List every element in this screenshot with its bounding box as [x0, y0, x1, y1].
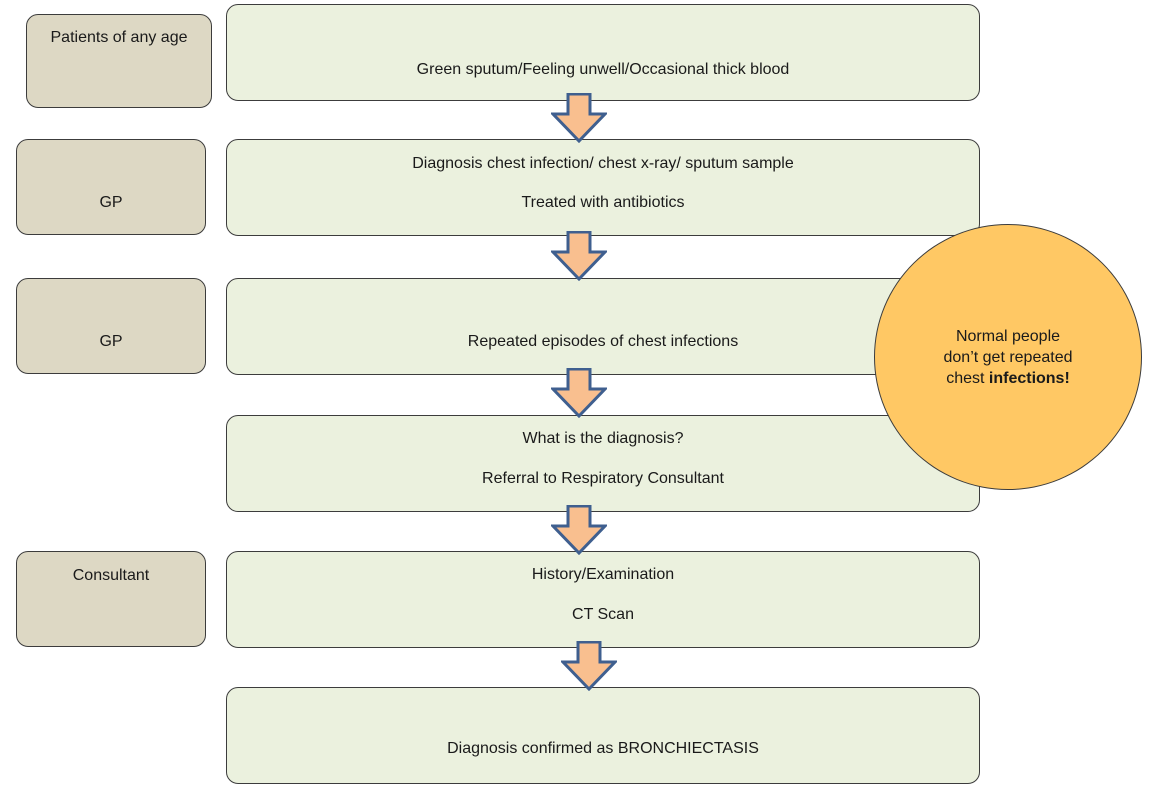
role-box-gp-1: GP — [16, 139, 206, 235]
step-box-consultant: History/Examination CT Scan — [226, 551, 980, 648]
step-text-confirmed: Diagnosis confirmed as BRONCHIECTASIS — [447, 740, 759, 757]
step-text-symptoms: Green sputum/Feeling unwell/Occasional t… — [416, 61, 790, 78]
role-box-patients: Patients of any age — [26, 14, 212, 108]
role-label-gp-1: GP — [99, 194, 123, 211]
callout-text: Normal people don’t get repeated chest i… — [944, 326, 1073, 389]
step-text-repeated: Repeated episodes of chest infections — [467, 333, 739, 350]
step-text-referral: Referral to Respiratory Consultant — [482, 470, 724, 487]
callout-line-3-bold: infections! — [988, 369, 1070, 387]
down-arrow-icon — [561, 641, 617, 691]
callout-bubble: Normal people don’t get repeated chest i… — [874, 224, 1142, 490]
down-arrow-icon — [551, 231, 607, 281]
step-box-repeated: Repeated episodes of chest infections — [226, 278, 980, 375]
step-text-question: What is the diagnosis? — [522, 430, 684, 447]
step-box-symptoms: Green sputum/Feeling unwell/Occasional t… — [226, 4, 980, 101]
step-box-confirmed: Diagnosis confirmed as BRONCHIECTASIS — [226, 687, 980, 784]
callout-line-2: don’t get repeated — [943, 348, 1073, 366]
step-text-history: History/Examination — [531, 566, 675, 583]
role-label-patients: Patients of any age — [50, 29, 188, 46]
callout-line-3-normal: chest — [946, 369, 989, 387]
down-arrow-icon — [551, 93, 607, 143]
callout-line-3: chest infections! — [944, 368, 1073, 389]
callout-line-1: Normal people — [955, 327, 1061, 345]
step-text-gp-diagnosis: Diagnosis chest infection/ chest x-ray/ … — [412, 155, 794, 172]
step-text-gp-treatment: Treated with antibiotics — [521, 194, 685, 211]
role-box-consultant: Consultant — [16, 551, 206, 647]
step-text-ct: CT Scan — [572, 606, 634, 623]
step-box-referral: What is the diagnosis? Referral to Respi… — [226, 415, 980, 512]
role-label-gp-2: GP — [99, 333, 123, 350]
role-label-consultant: Consultant — [72, 567, 150, 584]
down-arrow-icon — [551, 368, 607, 418]
down-arrow-icon — [551, 505, 607, 555]
step-box-gp-diagnosis: Diagnosis chest infection/ chest x-ray/ … — [226, 139, 980, 236]
role-box-gp-2: GP — [16, 278, 206, 374]
